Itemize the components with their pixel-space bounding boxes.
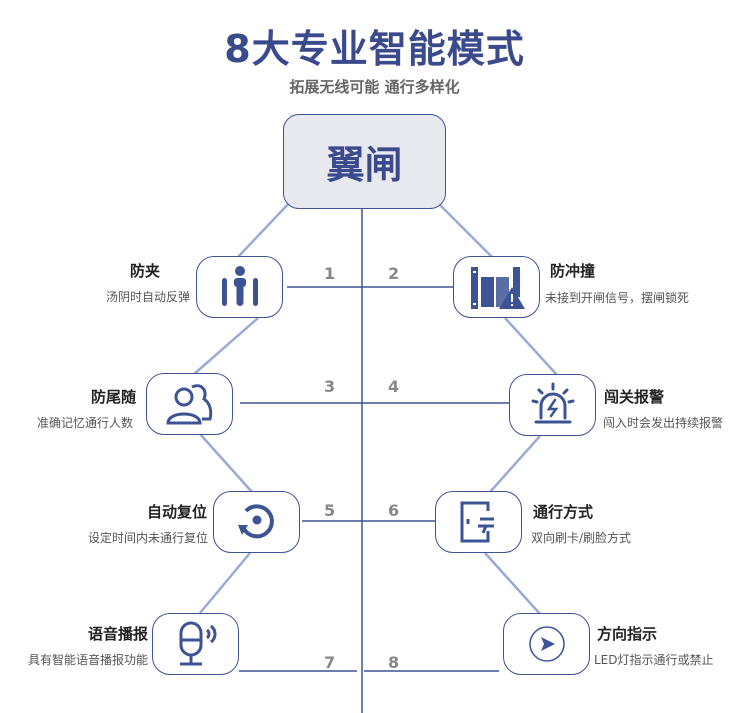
mode-number: 3 [324,377,336,396]
mode-number: 5 [324,501,336,520]
diagonal-connector [199,433,253,493]
page-subtitle: 拓展无线可能 通行多样化 [289,78,460,96]
mode-node-8 [503,613,590,675]
mode-description: 设定时间内未通行复位 [87,531,208,545]
mode-number: 8 [388,653,400,672]
mode-number: 6 [388,501,400,520]
center-node-wing-gate: 翼闸 [283,114,446,209]
mode-number: 4 [388,377,400,396]
diagonal-connector [489,435,541,493]
mode-node-1 [196,256,283,318]
diagonal-connector [192,317,259,376]
direction-arrow-icon [528,626,565,662]
alarm-light-icon [531,382,574,424]
mode-number: 7 [324,653,336,672]
mode-node-3 [146,373,233,435]
mode-node-2 [453,256,540,318]
mode-node-4 [509,374,596,436]
mode-description: 汤阴时自动反弹 [105,290,190,304]
mode-title: 通行方式 [533,503,594,521]
diagonal-connector [484,552,541,615]
diagonal-connector [437,202,493,258]
person-between-gates-icon [221,266,258,306]
gate-warning-icon [470,267,525,309]
mode-description: 未接到开闸信号，摆闸锁死 [545,291,690,305]
mode-node-5 [213,491,300,553]
reset-icon [237,504,274,539]
mode-title: 方向指示 [597,625,658,643]
microphone-speaker-icon [179,621,216,666]
mode-description: LED灯指示通行或禁止 [594,653,714,667]
mode-node-6 [435,491,522,553]
mode-description: 准确记忆通行人数 [36,416,133,430]
mode-number: 1 [324,264,336,283]
mode-title: 防夹 [129,262,160,280]
mode-title: 防冲撞 [550,262,596,280]
mode-description: 闯入时会发出持续报警 [603,416,724,430]
users-icon [165,384,212,425]
mode-title: 语音播报 [87,625,148,643]
diagonal-connector [504,317,558,376]
mode-title: 防尾随 [90,388,136,406]
door-exit-icon [460,501,494,543]
mode-description: 具有智能语音播报功能 [27,653,148,667]
mode-description: 双向刷卡/刷脸方式 [531,531,632,545]
mode-title: 闯关报警 [604,388,665,406]
diagonal-connector [236,199,293,259]
mode-title: 自动复位 [146,503,207,521]
diagonal-connector [199,552,251,614]
mode-number: 2 [388,264,400,283]
mode-node-7 [152,613,239,675]
page-title: 8大专业智能模式 [224,27,525,71]
